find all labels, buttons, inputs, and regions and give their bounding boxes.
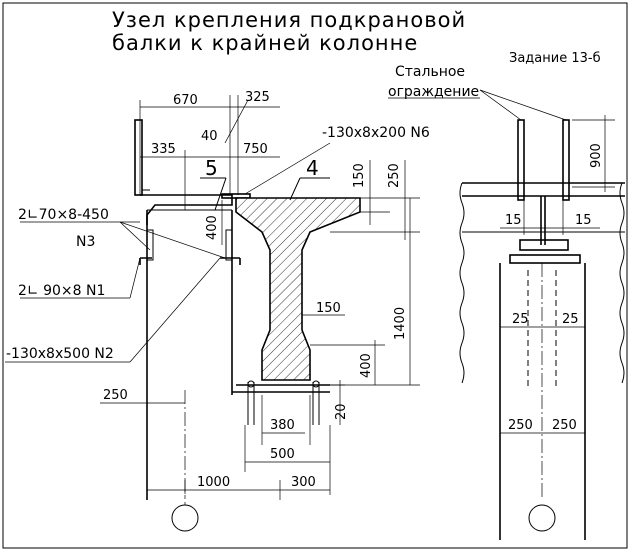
dim-15-right: 15 xyxy=(575,213,592,228)
dim-25-left: 25 xyxy=(512,312,529,327)
dim-250-left-right-view: 250 xyxy=(508,418,533,433)
dim-1400: 1400 xyxy=(393,307,408,340)
title-line-2: балки к крайней колонне xyxy=(112,31,418,55)
anchor-bolt-right xyxy=(312,380,320,425)
crane-beam-section xyxy=(235,197,361,381)
column-axis-marker-right xyxy=(528,504,556,532)
dim-335: 335 xyxy=(151,142,176,157)
plate-n6-callout: -130x8x200 N6 xyxy=(322,125,430,141)
dim-400-bottom: 400 xyxy=(359,353,374,378)
plate-n2-callout: -130x8x500 N2 xyxy=(6,346,114,362)
dim-900: 900 xyxy=(589,143,604,168)
railing-label-line-2: ограждение xyxy=(388,84,479,100)
mark-4: 4 xyxy=(306,156,319,180)
dim-670: 670 xyxy=(173,93,198,108)
dim-400-side: 400 xyxy=(205,215,220,240)
angle-n3-mark: N3 xyxy=(76,234,95,250)
left-section-view: 670 325 40 335 750 5 4 -130x8x200 N6 150… xyxy=(5,90,430,532)
dim-150-top: 150 xyxy=(352,163,367,188)
mark-5: 5 xyxy=(205,156,218,180)
dim-40: 40 xyxy=(201,129,218,144)
dim-1000: 1000 xyxy=(197,475,230,490)
dim-380: 380 xyxy=(270,418,295,433)
dim-250-top: 250 xyxy=(387,163,402,188)
dim-150-web: 150 xyxy=(316,301,341,316)
right-side-view: Стальное ограждение 900 15 15 25 25 250 … xyxy=(388,64,625,540)
dim-250-left: 250 xyxy=(103,388,128,403)
dim-15-left: 15 xyxy=(505,213,522,228)
column-axis-marker-left xyxy=(171,504,199,532)
assignment-label: Задание 13-б xyxy=(509,51,601,66)
title-line-1: Узел крепления подкрановой xyxy=(112,8,466,32)
dim-25-right: 25 xyxy=(562,312,579,327)
railing-label-line-1: Стальное xyxy=(395,64,465,80)
angle-n3-callout: 2∟70×8-450 xyxy=(18,207,109,223)
angle-n1-callout: 2∟ 90×8 N1 xyxy=(18,283,105,299)
dim-300: 300 xyxy=(291,475,316,490)
dim-325: 325 xyxy=(245,90,270,105)
dim-500: 500 xyxy=(270,447,295,462)
dim-20: 20 xyxy=(334,403,349,420)
anchor-bolt-left xyxy=(247,380,255,425)
dim-750: 750 xyxy=(243,142,268,157)
dim-250-right-right-view: 250 xyxy=(552,418,577,433)
